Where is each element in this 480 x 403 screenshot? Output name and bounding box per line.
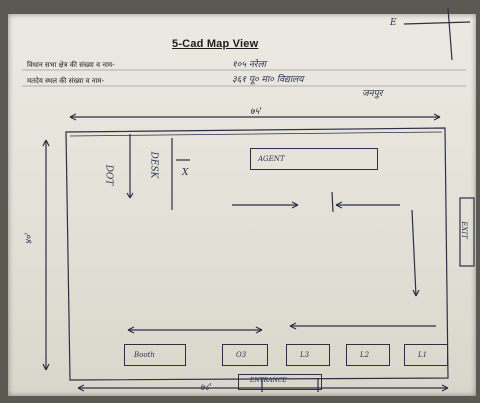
right-side-label: EXIT <box>459 221 468 239</box>
agent-box-label: AGENT <box>258 155 285 163</box>
field-value-constituency: १०५ नरेला <box>232 60 267 70</box>
booth-box-5 <box>404 344 448 366</box>
top-dimension-label: ७५' <box>250 107 262 117</box>
left-dimension-label: ४०' <box>24 232 35 245</box>
desk-label: DESK <box>148 151 159 179</box>
corner-mark: E <box>390 18 397 28</box>
booth-label-1: Booth <box>134 351 155 359</box>
booth-label-2: O3 <box>236 351 247 359</box>
entrance-box <box>238 374 322 390</box>
page-title: 5-Cad Map View <box>172 38 259 50</box>
booth-label-5: L1 <box>418 351 428 359</box>
booth-label-4: L2 <box>360 351 370 359</box>
booth-box-4 <box>346 344 390 366</box>
field-label-polling-station: मतदेय स्थल की संख्या व नाम- <box>27 77 105 85</box>
booth-label-3: L3 <box>300 351 310 359</box>
booth-box-2 <box>222 344 268 366</box>
field-value-polling-station-line2: जनपुर <box>362 89 383 99</box>
bottom-dimension-label: ७८' <box>200 383 212 393</box>
door-label: DOT <box>103 164 114 186</box>
entrance-label: ENTRANCE <box>250 377 287 384</box>
field-value-polling-station: ३६१ पू० मा० विद्यालय <box>232 75 304 85</box>
booth-box-3 <box>286 344 330 366</box>
agent-box <box>250 148 378 170</box>
small-mark: X <box>182 168 189 178</box>
booth-box-1 <box>124 344 186 366</box>
field-label-constituency: विधान सभा क्षेत्र की संख्या व नाम- <box>27 61 115 69</box>
